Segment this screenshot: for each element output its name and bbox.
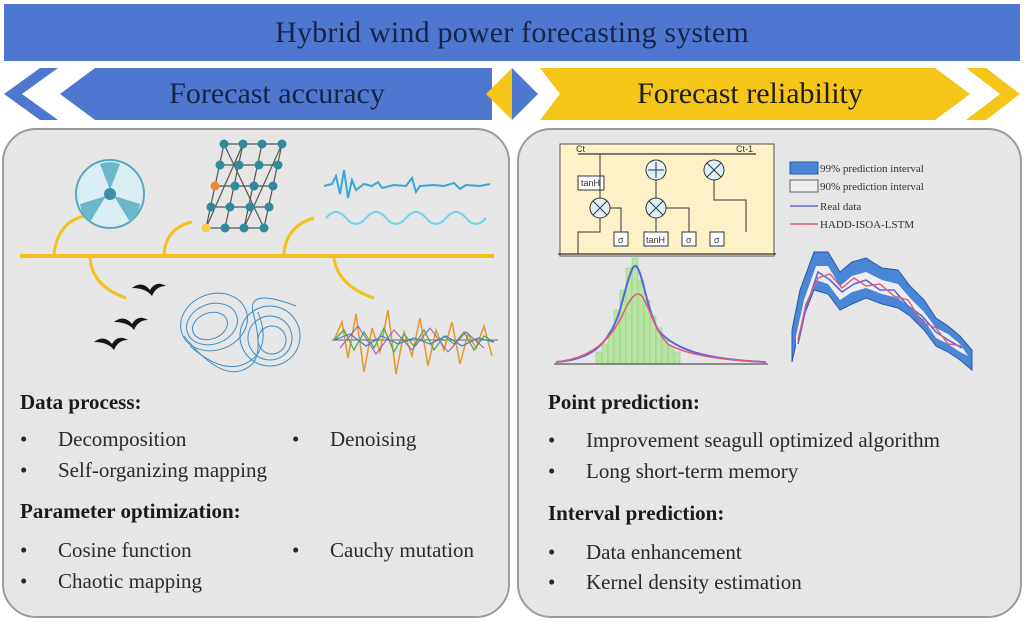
accuracy-panel	[2, 128, 510, 618]
lstm-sigma-1: σ	[618, 235, 624, 245]
parameter-optimization-heading: Parameter optimization:	[20, 499, 241, 523]
imf-purple	[339, 325, 485, 355]
imf-blue	[333, 333, 495, 347]
denoised-wave	[325, 211, 487, 225]
legend-model: HADD-ISOA-LSTM	[820, 219, 914, 231]
page-title: Hybrid wind power forecasting system	[275, 15, 749, 49]
banner-arrows	[4, 68, 1020, 120]
list-item: •Decomposition	[20, 427, 187, 451]
title-bar: Hybrid wind power forecasting system	[4, 4, 1020, 61]
list-item: •Cosine function	[20, 538, 192, 562]
legend-real-data: Real data	[820, 201, 861, 213]
data-process-heading: Data process:	[20, 390, 142, 414]
lstm-ct-in-label: Ct	[576, 144, 585, 154]
legend-90-interval: 90% prediction interval	[820, 181, 924, 193]
forecast-accuracy-label: Forecast accuracy	[169, 77, 385, 110]
raw-signal-wave	[323, 169, 491, 199]
chaotic-attractor	[180, 292, 301, 373]
list-item: •Kernel density estimation	[548, 570, 802, 594]
kde-model-curve	[555, 293, 767, 363]
list-item: •Data enhancement	[548, 540, 742, 564]
list-item: •Improvement seagull optimized algorithm	[548, 428, 940, 452]
lstm-sigma-3: σ	[714, 235, 720, 245]
forecast-reliability-label: Forecast reliability	[637, 77, 863, 110]
lstm-ct-out-label: Ct-1	[736, 144, 753, 154]
interval-prediction-heading: Interval prediction:	[548, 501, 725, 525]
list-item: •Long short-term memory	[548, 459, 799, 483]
left-small-chevron	[4, 68, 58, 120]
lstm-tanh-mid: tanH	[646, 235, 665, 245]
accuracy-arrow	[60, 68, 492, 120]
reliability-illustration: Ct Ct-1 tanH σ tanH σ σ 99% prediction i…	[554, 143, 973, 372]
lstm-tanh-top: tanH	[581, 178, 600, 188]
center-diamond-left	[486, 68, 512, 120]
interval-model-line	[797, 273, 963, 347]
list-item: •Cauchy mutation	[292, 538, 475, 562]
som-nodes	[201, 139, 287, 233]
list-item: •Chaotic mapping	[20, 569, 203, 593]
legend-99-interval: 99% prediction interval	[820, 163, 924, 175]
imf-green	[333, 326, 495, 354]
list-item: •Self-organizing mapping	[20, 458, 267, 482]
right-small-chevron	[966, 68, 1020, 120]
accuracy-illustration	[20, 139, 498, 375]
lstm-sigma-2: σ	[686, 235, 692, 245]
wind-turbine-icon	[75, 159, 145, 229]
center-diamond-right	[512, 68, 538, 120]
point-prediction-heading: Point prediction:	[548, 390, 700, 414]
seagull-icons	[94, 283, 166, 350]
reliability-arrow	[540, 68, 970, 120]
imf-orange	[333, 309, 493, 375]
kde-histogram	[595, 257, 681, 365]
list-item: •Denoising	[292, 427, 417, 451]
